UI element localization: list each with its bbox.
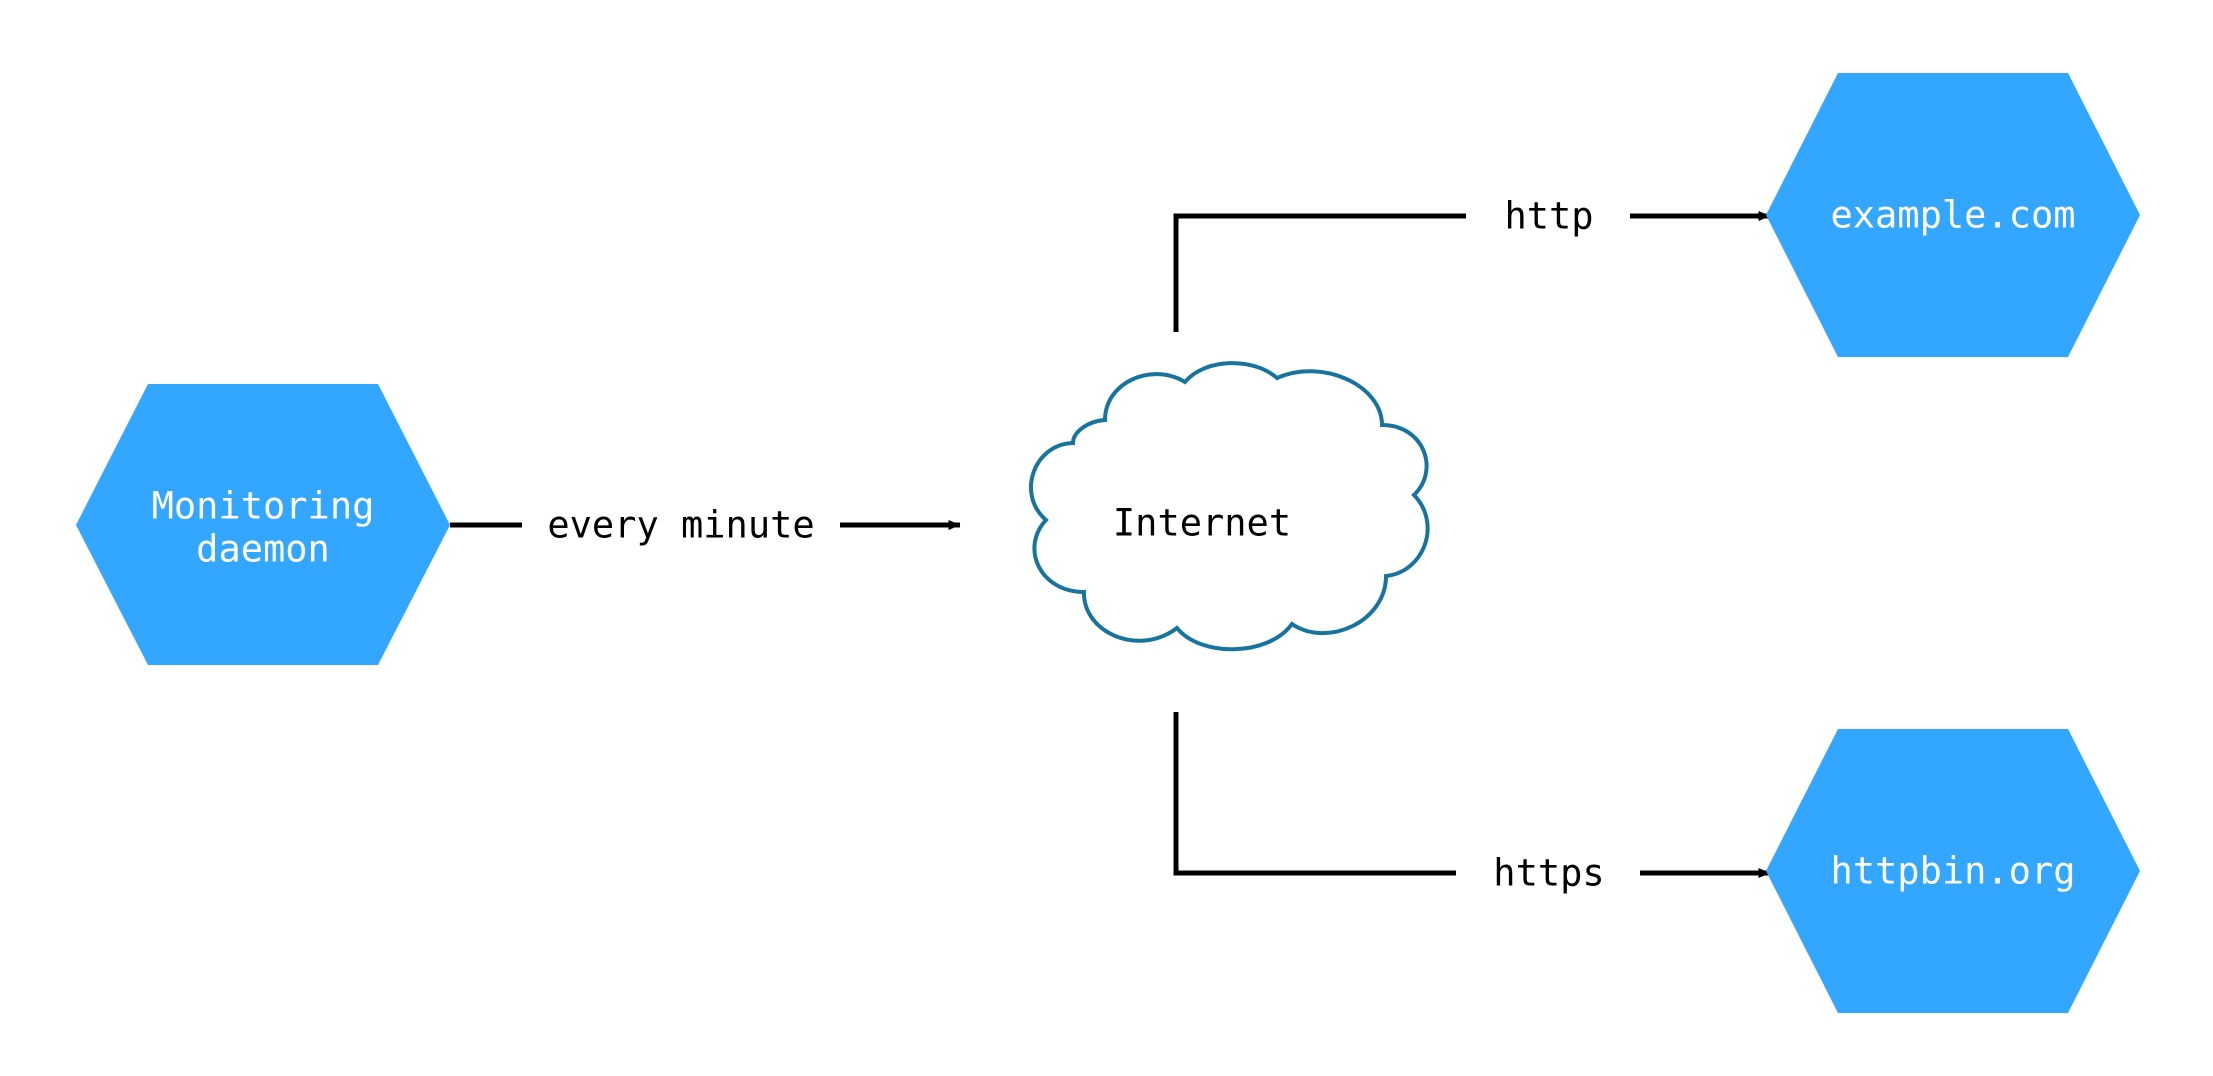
- hexagon-shape-httpbin-org[interactable]: [1766, 729, 2140, 1013]
- node-label-monitoring-daemon-line2: daemon: [196, 528, 330, 571]
- edge-label-https: https: [1493, 852, 1604, 895]
- edge-internet-to-example: http: [1173, 195, 1771, 332]
- hexagon-shape-monitoring-daemon[interactable]: [76, 384, 450, 665]
- edge-label-every-minute: every minute: [547, 504, 814, 547]
- node-httpbin-org[interactable]: httpbin.org: [1766, 729, 2140, 1013]
- node-label-httpbin-org: httpbin.org: [1830, 850, 2075, 893]
- edge-daemon-to-internet: every minute: [450, 504, 961, 547]
- edge-label-http: http: [1504, 195, 1593, 238]
- edge-segment-elbow-up: [1173, 213, 1466, 332]
- hexagon-shape-example-com[interactable]: [1766, 73, 2140, 357]
- edge-segment-elbow-down: [1173, 712, 1456, 876]
- cloud-shape-internet[interactable]: [1029, 361, 1430, 652]
- node-example-com[interactable]: example.com: [1766, 73, 2140, 357]
- node-monitoring-daemon[interactable]: Monitoring daemon: [76, 384, 450, 665]
- node-label-internet: Internet: [1113, 502, 1291, 545]
- node-label-example-com: example.com: [1830, 194, 2075, 237]
- node-internet[interactable]: Internet: [1029, 361, 1430, 652]
- edge-internet-to-httpbin: https: [1173, 712, 1771, 895]
- node-label-monitoring-daemon-line1: Monitoring: [152, 485, 375, 528]
